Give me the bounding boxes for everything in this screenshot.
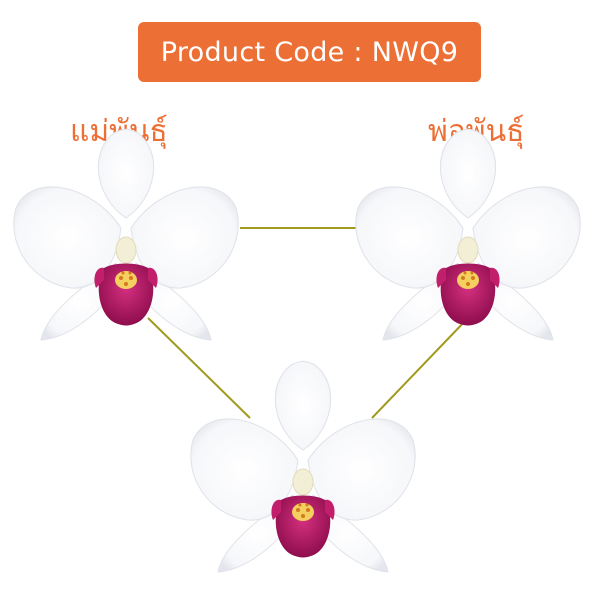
cross-connectors	[147, 227, 469, 419]
product-code-badge: Product Code : NWQ9	[138, 22, 481, 82]
mother-orchid-icon	[13, 128, 239, 341]
father-orchid-icon	[355, 128, 581, 341]
